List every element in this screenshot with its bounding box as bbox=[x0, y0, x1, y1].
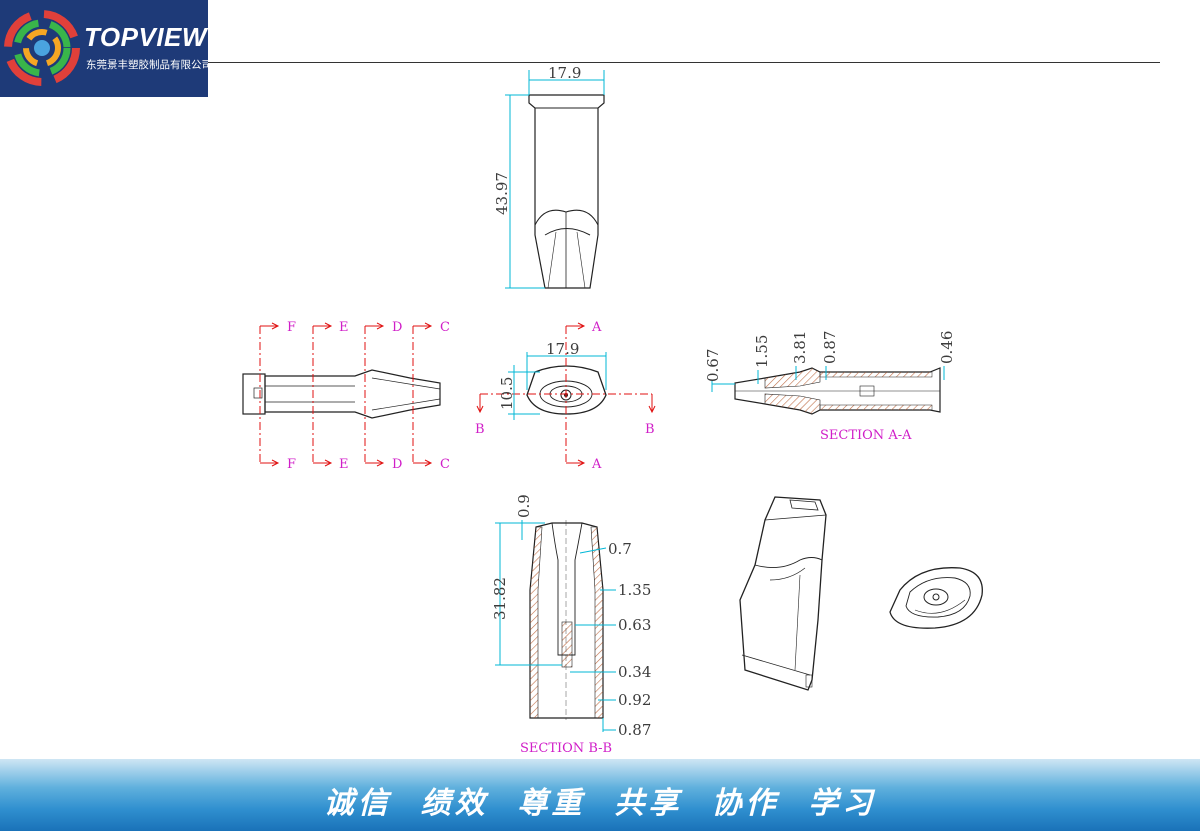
section-label-a-bottom: A bbox=[591, 457, 602, 472]
section-label-a-top: A bbox=[591, 320, 602, 335]
top-width-dim: 17.9 bbox=[548, 64, 581, 82]
end-width-dim: 17.9 bbox=[546, 340, 579, 358]
section-label-b-right: B bbox=[645, 422, 655, 437]
section-aa-dim-3: 3.81 bbox=[791, 331, 809, 364]
section-label-e-bottom: E bbox=[339, 457, 349, 472]
section-bb-dim-5: 0.92 bbox=[618, 691, 651, 709]
section-aa-view: 0.67 1.55 3.81 0.87 0.46 SECTION A-A bbox=[704, 331, 956, 443]
section-bb-dim-2: 1.35 bbox=[618, 581, 651, 599]
company-logo: TOPVIEW 东莞景丰塑胶制品有限公司 bbox=[0, 0, 212, 97]
logo-subtitle: 东莞景丰塑胶制品有限公司 bbox=[86, 59, 212, 71]
section-bb-height-dim: 31.82 bbox=[491, 577, 509, 620]
section-label-f-top: F bbox=[287, 320, 296, 335]
section-label-f-bottom: F bbox=[287, 457, 296, 472]
header-divider bbox=[208, 62, 1160, 63]
section-label-c-bottom: C bbox=[440, 457, 450, 472]
section-aa-title: SECTION A-A bbox=[820, 428, 912, 443]
section-bb-view: 31.82 0.9 0.7 1.35 0.63 0.34 0.92 0.87 S… bbox=[491, 494, 651, 756]
logo-name: TOPVIEW bbox=[84, 22, 207, 52]
section-aa-dim-5: 0.46 bbox=[938, 331, 956, 364]
logo-swirl-icon bbox=[4, 10, 80, 86]
top-view: 17.9 43.97 bbox=[493, 64, 605, 289]
section-aa-dim-1: 0.67 bbox=[704, 349, 722, 382]
top-height-dim: 43.97 bbox=[493, 172, 511, 215]
section-bb-dim-1: 0.7 bbox=[608, 540, 632, 558]
end-view: A A B B 17.9 10.5 bbox=[475, 320, 656, 472]
section-aa-dim-2: 1.55 bbox=[753, 335, 771, 368]
side-view: F E D C F E D C bbox=[242, 320, 450, 472]
section-label-b-left: B bbox=[475, 422, 485, 437]
section-aa-dim-4: 0.87 bbox=[821, 331, 839, 364]
section-bb-top-dim: 0.9 bbox=[515, 494, 533, 518]
section-bb-dim-3: 0.63 bbox=[618, 616, 651, 634]
section-bb-dim-6: 0.87 bbox=[618, 721, 651, 739]
section-label-e-top: E bbox=[339, 320, 349, 335]
section-label-c-top: C bbox=[440, 320, 450, 335]
technical-drawing: 17.9 43.97 F E D C F E D C bbox=[242, 64, 983, 756]
section-bb-dim-4: 0.34 bbox=[618, 663, 651, 681]
end-height-dim: 10.5 bbox=[498, 377, 516, 410]
footer-slogan: 诚信 绩效 尊重 共享 协作 学习 bbox=[323, 786, 877, 821]
section-label-d-bottom: D bbox=[392, 457, 402, 472]
section-label-d-top: D bbox=[392, 320, 402, 335]
isometric-end-view bbox=[889, 567, 983, 629]
footer-banner: 诚信 绩效 尊重 共享 协作 学习 bbox=[0, 759, 1200, 831]
section-bb-title: SECTION B-B bbox=[520, 741, 612, 756]
isometric-pod-view bbox=[739, 496, 827, 691]
